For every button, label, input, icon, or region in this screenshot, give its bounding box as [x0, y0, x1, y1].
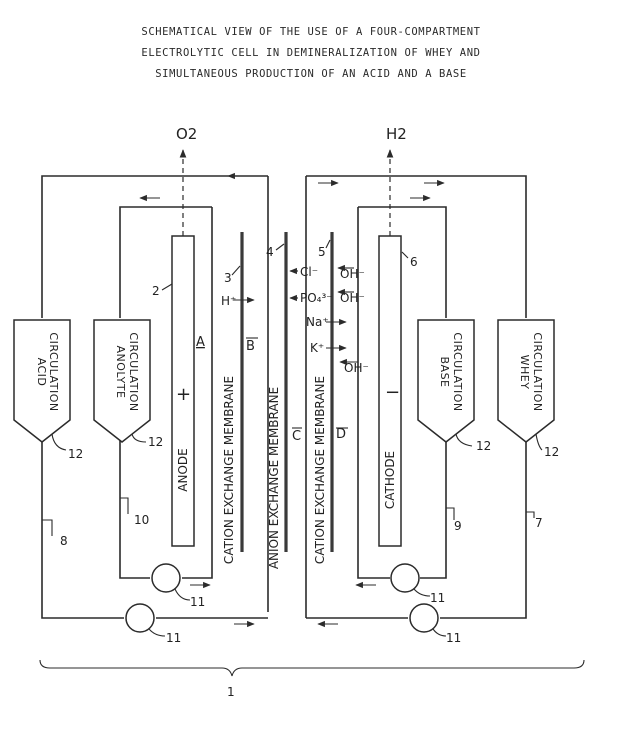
ref-12-anolyte-leader — [131, 433, 147, 443]
anolyte-circulation-label: CIRCULATION — [127, 332, 140, 411]
ref-10: 10 — [134, 513, 149, 527]
title-line-2: ELECTROLYTIC CELL IN DEMINERALIZATION OF… — [141, 47, 481, 59]
ref-5: 5 — [318, 245, 326, 259]
ref-6-leader — [401, 251, 409, 259]
acid-circulation-label: CIRCULATION — [47, 332, 60, 411]
base-pump — [390, 563, 420, 593]
ref-12-base-leader — [455, 433, 473, 447]
ref-12-whey: 12 — [544, 445, 559, 459]
base-loop-bottom — [420, 420, 447, 579]
compartment-a: A — [196, 335, 205, 350]
whey-label: WHEY — [518, 355, 531, 390]
ion-oh-2: OH⁻ — [340, 291, 365, 305]
ref-8: 8 — [60, 534, 68, 548]
ref-9: 9 — [454, 519, 462, 533]
acid-loop-bottom — [41, 420, 124, 619]
ref-4: 4 — [266, 245, 274, 259]
ref-11-whey-pump: 11 — [446, 631, 461, 645]
anolyte-pump — [151, 563, 181, 593]
whey-loop-bottom — [440, 420, 527, 619]
ion-oh-1: OH⁻ — [340, 267, 365, 281]
ref-6: 6 — [410, 255, 418, 269]
ref-4-leader — [275, 243, 285, 251]
pump-leader-1 — [174, 588, 191, 601]
h2-label: H2 — [386, 125, 407, 143]
base-loop-left — [357, 207, 390, 579]
whey-pump — [409, 603, 439, 633]
cathode-sign: − — [385, 382, 400, 403]
ion-na: Na⁺ — [306, 315, 329, 329]
cation-membrane-right-label: CATION EXCHANGE MEMBRANE — [313, 376, 327, 564]
ion-cl: Cl⁻ — [300, 265, 318, 279]
compartment-c: C — [292, 429, 301, 444]
anode-sign: + — [176, 384, 191, 405]
base-circulation-label: CIRCULATION — [451, 332, 464, 411]
ref-3-leader — [231, 265, 241, 276]
ref-5-leader — [325, 239, 331, 249]
anion-membrane-label: ANION EXCHANGE MEMBRANE — [267, 387, 281, 569]
anolyte-loop-right — [182, 207, 213, 579]
ref-12-whey-leader — [535, 433, 543, 451]
pump-leader-3 — [413, 588, 431, 597]
ref-12-base: 12 — [476, 439, 491, 453]
acid-loop-top — [41, 175, 268, 318]
whey-circulation-label: CIRCULATION — [531, 332, 544, 411]
ref-12-acid-leader — [51, 433, 67, 451]
ref-2-leader — [161, 283, 173, 291]
cathode-label: CATHODE — [383, 451, 397, 509]
cation-membrane-left-label: CATION EXCHANGE MEMBRANE — [222, 376, 236, 564]
whey-circulation-box — [497, 319, 555, 443]
compartment-d: D — [336, 427, 346, 442]
anode — [171, 235, 195, 547]
ion-po4: PO₄³⁻ — [300, 291, 333, 305]
anode-label: ANODE — [176, 448, 190, 491]
anolyte-loop-bottom — [119, 420, 150, 579]
overall-bracket — [39, 659, 585, 677]
compartment-b: B — [246, 339, 255, 354]
cathode — [378, 235, 402, 547]
title-line-3: SIMULTANEOUS PRODUCTION OF AN ACID AND A… — [155, 68, 467, 80]
ion-oh-3: OH⁻ — [344, 361, 369, 375]
ref-7-leader — [526, 511, 535, 518]
ref-10-leader — [120, 497, 129, 514]
whey-loop-top — [306, 175, 527, 318]
ref-3: 3 — [224, 271, 232, 285]
ref-8-leader — [42, 519, 53, 536]
ref-12-acid: 12 — [68, 447, 83, 461]
base-label: BASE — [438, 356, 451, 387]
acid-label: ACID — [35, 358, 48, 387]
ref-2: 2 — [152, 284, 160, 298]
ref-11-base-pump: 11 — [430, 591, 445, 605]
base-loop-top — [358, 206, 447, 318]
pump-leader-2 — [148, 628, 166, 637]
anolyte-circulation-box — [93, 319, 151, 443]
anolyte-loop-top — [119, 206, 212, 318]
ref-11-acid-pump: 11 — [166, 631, 181, 645]
acid-circulation-box — [13, 319, 71, 443]
ref-7: 7 — [535, 516, 543, 530]
ref-12-anolyte: 12 — [148, 435, 163, 449]
base-circulation-box — [417, 319, 475, 443]
ref-9-leader — [446, 507, 455, 520]
ion-h: H⁺ — [221, 294, 236, 308]
ref-1: 1 — [227, 685, 235, 699]
o2-label: O2 — [176, 125, 197, 143]
pump-leader-4 — [432, 628, 447, 637]
title-line-1: SCHEMATICAL VIEW OF THE USE OF A FOUR-CO… — [141, 26, 481, 38]
anolyte-label: ANOLYTE — [114, 346, 127, 399]
ion-k: K⁺ — [310, 341, 324, 355]
ref-11-anolyte-pump: 11 — [190, 595, 205, 609]
acid-pump — [125, 603, 155, 633]
